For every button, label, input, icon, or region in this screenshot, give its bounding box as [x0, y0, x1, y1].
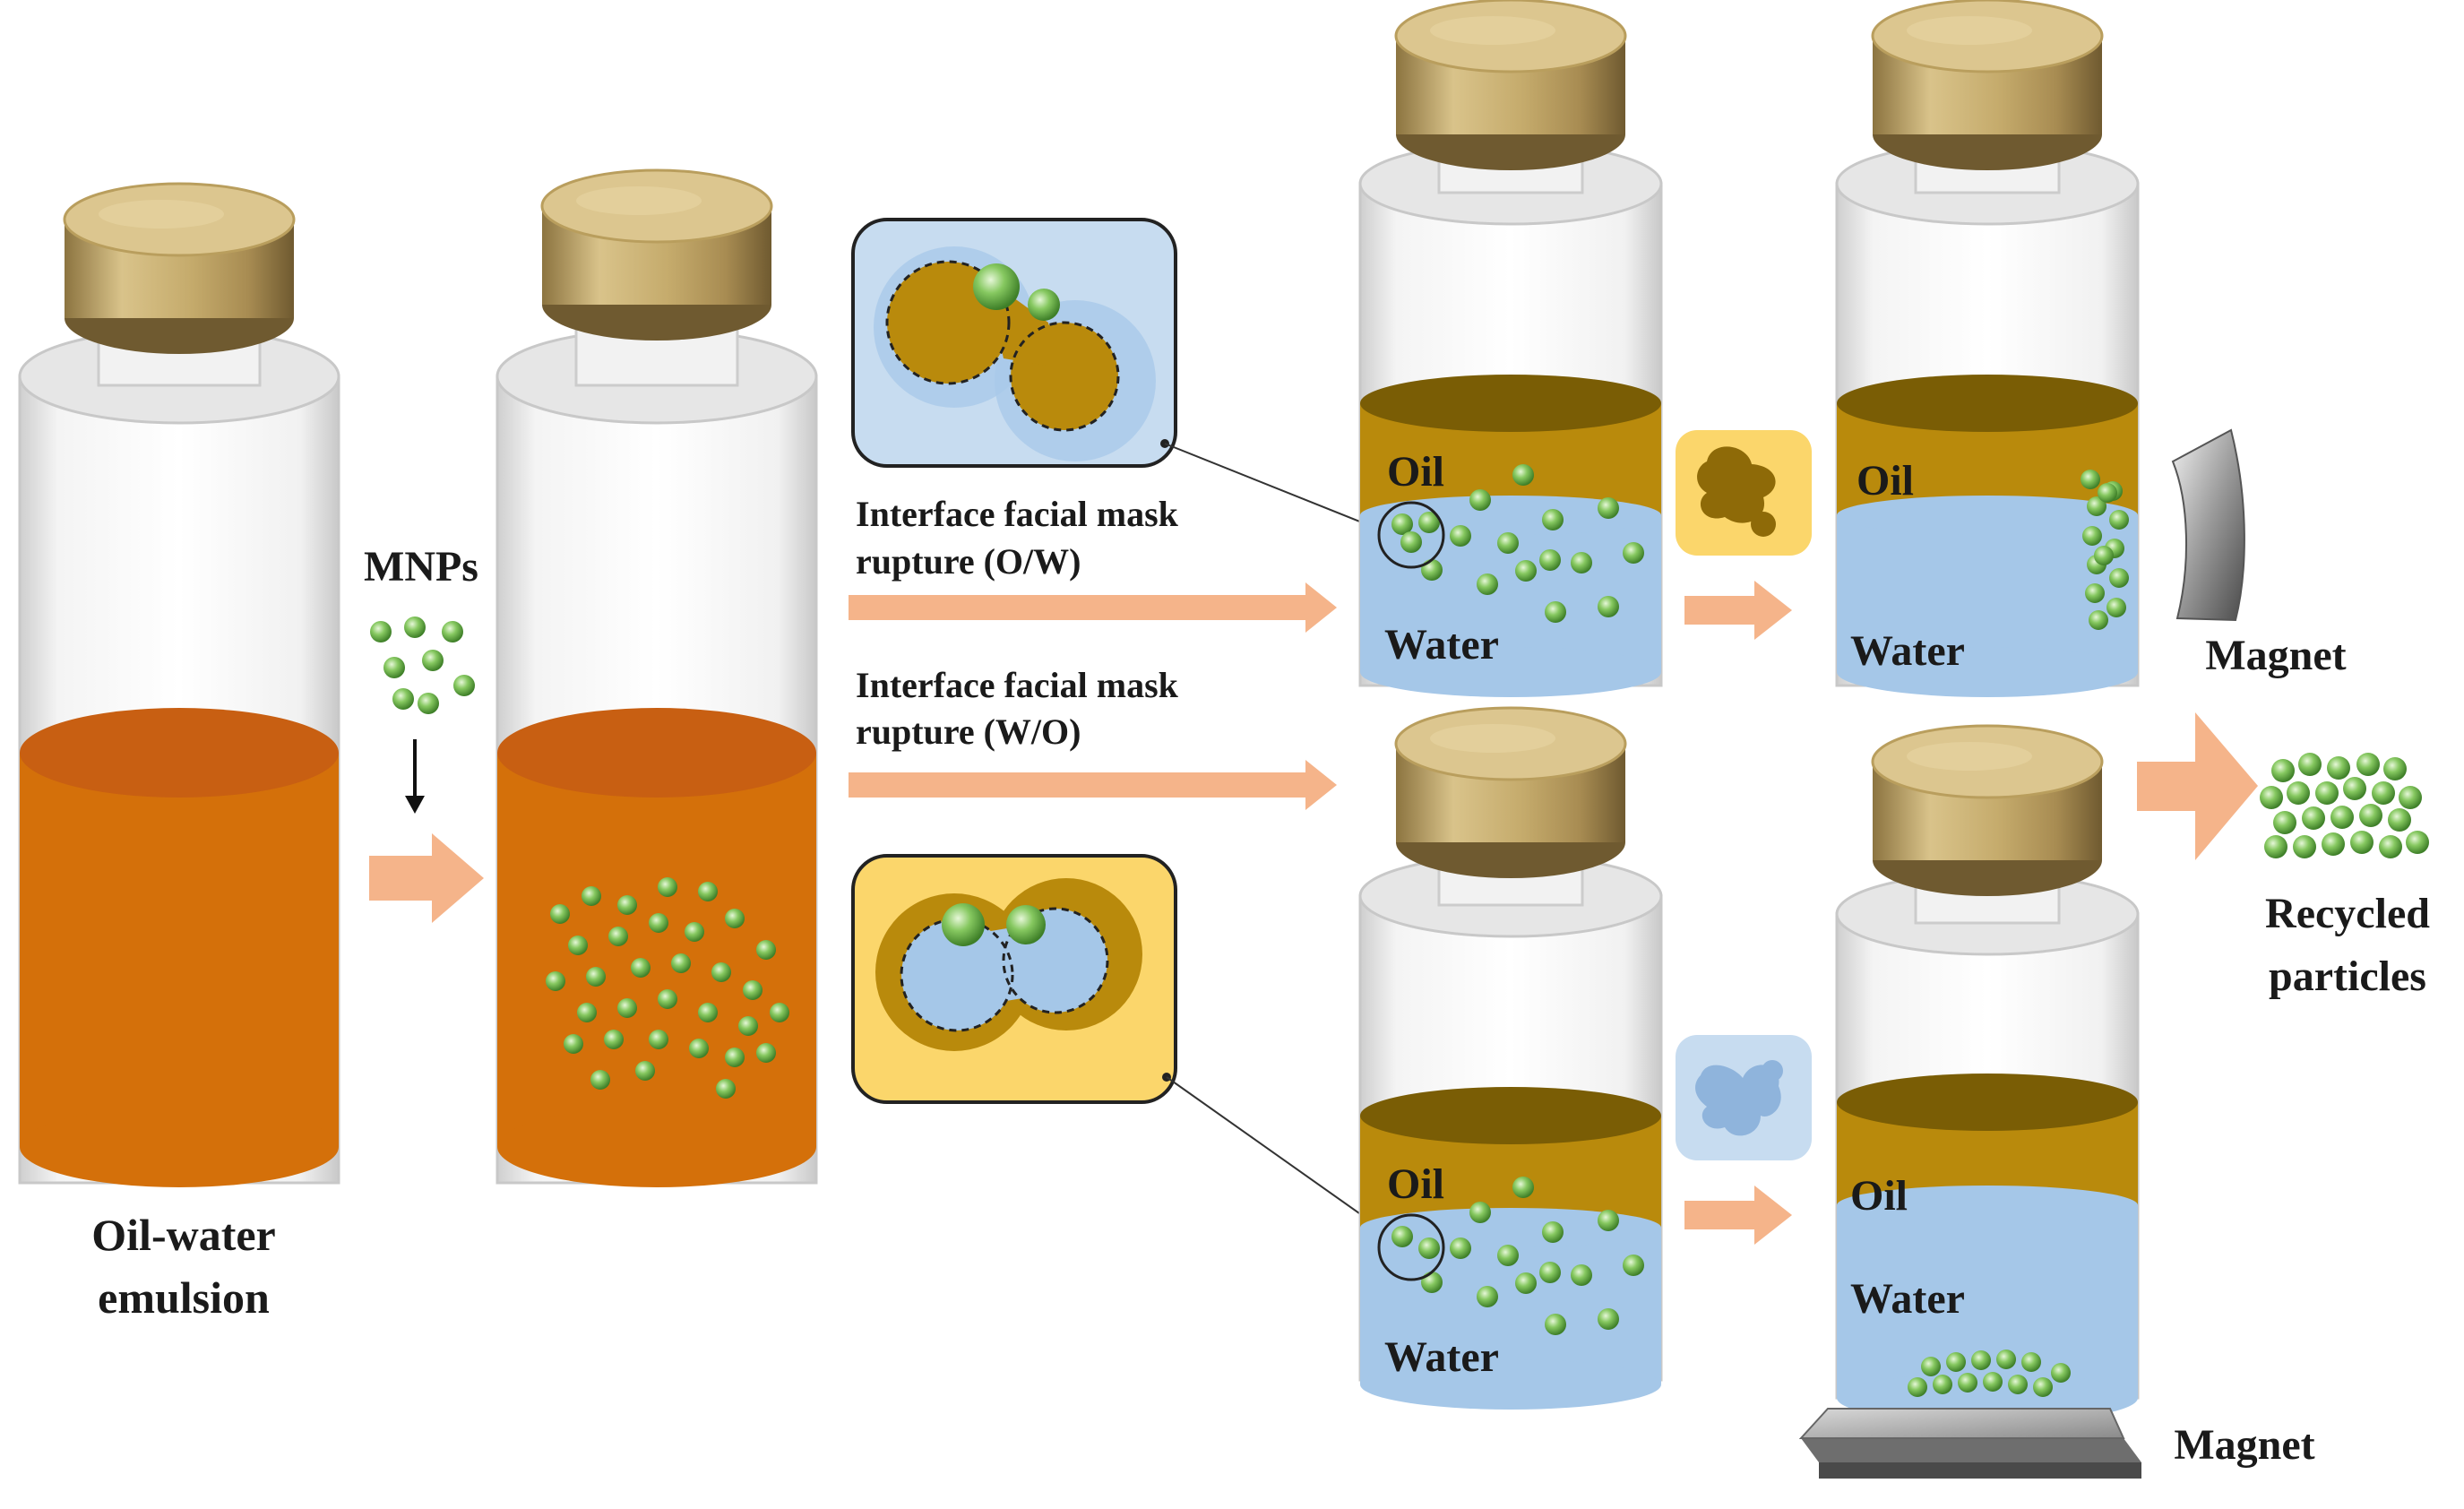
- ow-magnet-oil-label: Oil: [1857, 457, 1914, 504]
- bottom-magnet-label: Magnet: [2174, 1421, 2314, 1469]
- wo-inset: [851, 854, 1177, 1104]
- recycled-label-line1: Recycled: [2265, 890, 2430, 937]
- wo-to-magnet-arrow: [1684, 1186, 1792, 1245]
- ow-magnet-bottle: [1835, 0, 2140, 697]
- ow-magnet-water-label: Water: [1850, 627, 1965, 675]
- magnet-plate-icon: [1798, 1408, 2141, 1479]
- oil-droplet-icon: [1676, 430, 1812, 556]
- ow-arrow: [849, 582, 1337, 633]
- ow-to-magnet-arrow: [1684, 581, 1792, 640]
- mnps-label: MNPs: [364, 543, 478, 591]
- emulsion-bottle: [18, 182, 340, 1187]
- dispersed-particles: [546, 877, 789, 1099]
- ow-inset: [851, 218, 1177, 468]
- wo-label-line2: rupture (W/O): [856, 711, 1081, 752]
- wo-magnet-water-label: Water: [1850, 1275, 1965, 1323]
- wo-arrow: [849, 760, 1337, 810]
- add-mnps-arrow: [369, 833, 484, 923]
- wo-oil-label: Oil: [1387, 1160, 1444, 1208]
- ow-label-line1: Interface facial mask: [856, 494, 1179, 534]
- water-droplet-icon: [1676, 1035, 1812, 1160]
- wo-zoom-circle: [1377, 1213, 1445, 1281]
- ow-label-line2: rupture (O/W): [856, 541, 1081, 582]
- ow-zoom-circle: [1377, 501, 1445, 569]
- ow-water-label: Water: [1384, 621, 1499, 668]
- wo-separated-bottle: [1358, 706, 1663, 1410]
- down-arrow-icon: [405, 739, 425, 814]
- recycled-particles-cluster: [2260, 753, 2429, 858]
- emulsion-label-line2: emulsion: [98, 1272, 270, 1323]
- ow-separated-bottle: [1358, 0, 1663, 697]
- wo-label-line1: Interface facial mask: [856, 665, 1179, 705]
- side-magnet-label: Magnet: [2205, 632, 2346, 679]
- recycle-arrow: [2137, 712, 2258, 860]
- emulsion-label-line1: Oil-water: [91, 1210, 275, 1260]
- wo-water-label: Water: [1384, 1333, 1499, 1381]
- recycled-label-line2: particles: [2269, 953, 2426, 1000]
- wo-magnet-bottle: [1835, 724, 2140, 1423]
- wo-magnet-oil-label: Oil: [1850, 1172, 1908, 1220]
- ow-oil-label: Oil: [1387, 448, 1444, 496]
- magnet-bar-icon: [2171, 428, 2245, 622]
- mnps-cluster: [370, 617, 475, 714]
- mnp-emulsion-bottle: [495, 168, 818, 1187]
